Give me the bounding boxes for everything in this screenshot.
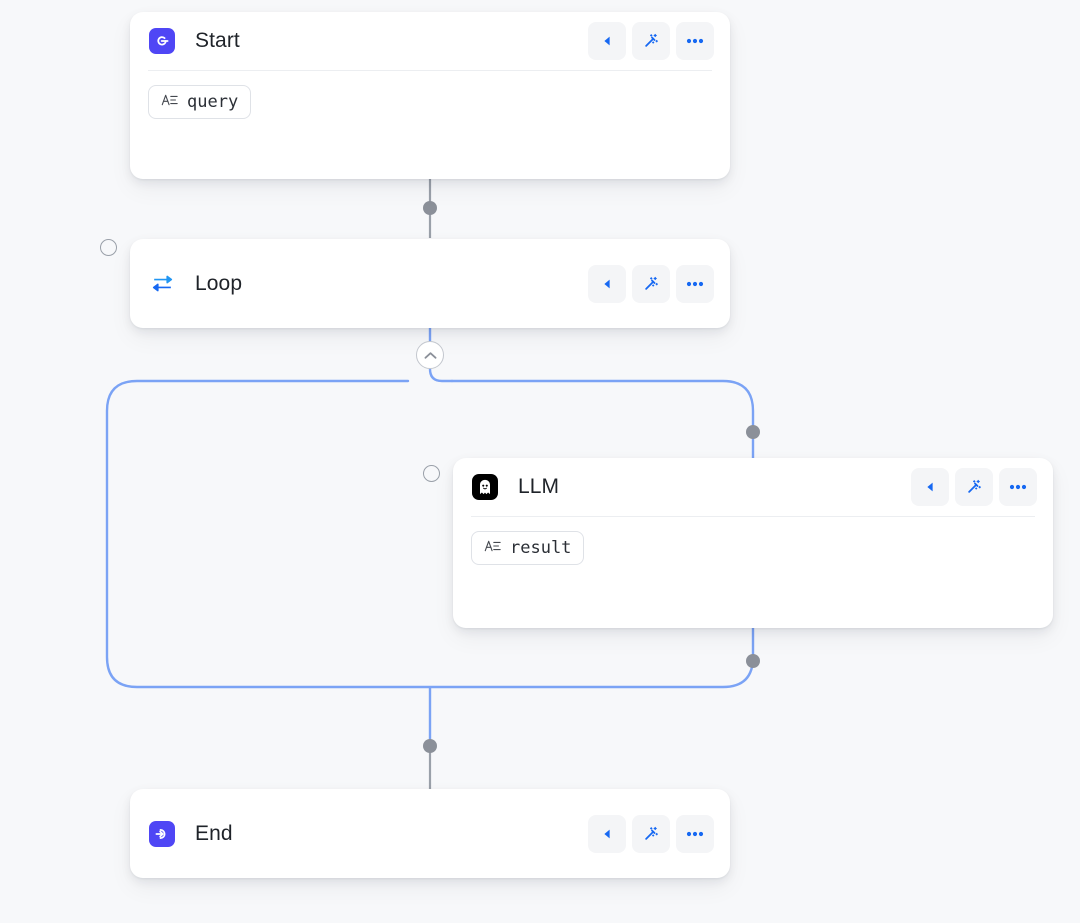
node-start-body: query	[130, 71, 730, 137]
node-end[interactable]: End	[130, 789, 730, 878]
loop-icon	[149, 271, 175, 297]
loop-input-handle[interactable]	[100, 239, 117, 256]
more-icon[interactable]	[676, 22, 714, 60]
text-type-icon	[161, 93, 178, 112]
node-llm-actions	[911, 468, 1037, 506]
loop-entry-curve	[428, 367, 454, 383]
end-icon	[149, 820, 175, 847]
text-type-icon	[484, 539, 501, 558]
node-llm-title: LLM	[518, 475, 560, 498]
magic-wand-icon[interactable]	[632, 22, 670, 60]
llm-input-handle[interactable]	[423, 465, 440, 482]
node-loop-actions	[588, 264, 714, 303]
edge-dot-start-loop	[423, 201, 437, 215]
node-start-title: Start	[195, 29, 240, 52]
node-start[interactable]: Start	[130, 12, 730, 179]
start-icon	[149, 28, 175, 54]
loop-collapse-toggle[interactable]	[416, 341, 444, 369]
run-icon[interactable]	[588, 264, 626, 303]
more-icon[interactable]	[676, 814, 714, 853]
run-icon[interactable]	[588, 814, 626, 853]
run-icon[interactable]	[911, 468, 949, 506]
node-start-actions	[588, 22, 714, 60]
more-icon[interactable]	[676, 264, 714, 303]
magic-wand-icon[interactable]	[632, 814, 670, 853]
variable-chip-query-label: query	[187, 92, 239, 112]
more-icon[interactable]	[999, 468, 1037, 506]
llm-ghost-icon	[472, 474, 498, 500]
magic-wand-icon[interactable]	[955, 468, 993, 506]
edge-dot-loop-end	[423, 739, 437, 753]
node-end-header: End	[130, 789, 730, 878]
variable-chip-query[interactable]: query	[148, 85, 252, 119]
variable-chip-result-label: result	[510, 538, 572, 558]
node-loop-title: Loop	[195, 271, 243, 295]
node-llm-header: LLM	[453, 458, 1053, 516]
node-end-actions	[588, 814, 714, 853]
node-llm[interactable]: LLM	[453, 458, 1053, 628]
variable-chip-result[interactable]: result	[471, 531, 585, 565]
node-start-separator	[148, 70, 712, 71]
edge-dot-loop-right-bottom	[746, 654, 760, 668]
run-icon[interactable]	[588, 22, 626, 60]
node-end-title: End	[195, 821, 233, 845]
edge-dot-loop-right-top	[746, 425, 760, 439]
node-loop[interactable]: Loop	[130, 239, 730, 328]
magic-wand-icon[interactable]	[632, 264, 670, 303]
node-llm-separator	[471, 516, 1035, 517]
node-loop-header: Loop	[130, 239, 730, 328]
node-llm-body: result	[453, 517, 1053, 583]
node-start-header: Start	[130, 12, 730, 70]
chevron-up-icon	[424, 351, 436, 359]
